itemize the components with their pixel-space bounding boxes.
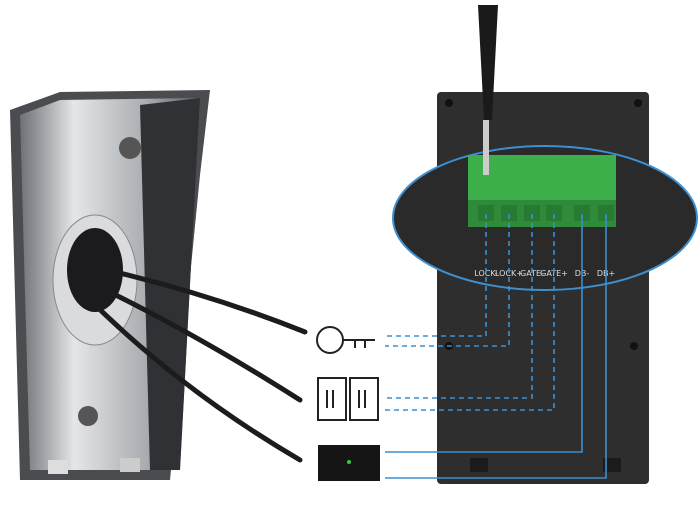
terminal-screw	[546, 205, 562, 221]
terminal-label: LOCK+	[495, 269, 523, 278]
key-icon	[316, 326, 375, 354]
gate-icon	[317, 377, 379, 421]
terminal-screw	[598, 205, 614, 221]
terminal-screw	[501, 205, 517, 221]
terminal-screw	[478, 205, 494, 221]
terminal-screw	[524, 205, 540, 221]
terminal-screw	[574, 205, 590, 221]
wire-lockminus	[385, 214, 487, 337]
screwdriver	[478, 5, 498, 175]
terminal-label: LOCK-	[474, 269, 497, 278]
cables	[82, 262, 308, 463]
terminal-label: GATE-	[520, 269, 544, 278]
wire-gateplus	[385, 214, 555, 411]
wire-gateminus	[385, 214, 533, 399]
wire-dbplus	[385, 214, 607, 479]
terminal-label: GATE+	[540, 269, 568, 278]
outdoor-station	[10, 90, 210, 480]
doorbell-button-icon	[318, 445, 380, 481]
wire-dbminus	[385, 214, 583, 453]
